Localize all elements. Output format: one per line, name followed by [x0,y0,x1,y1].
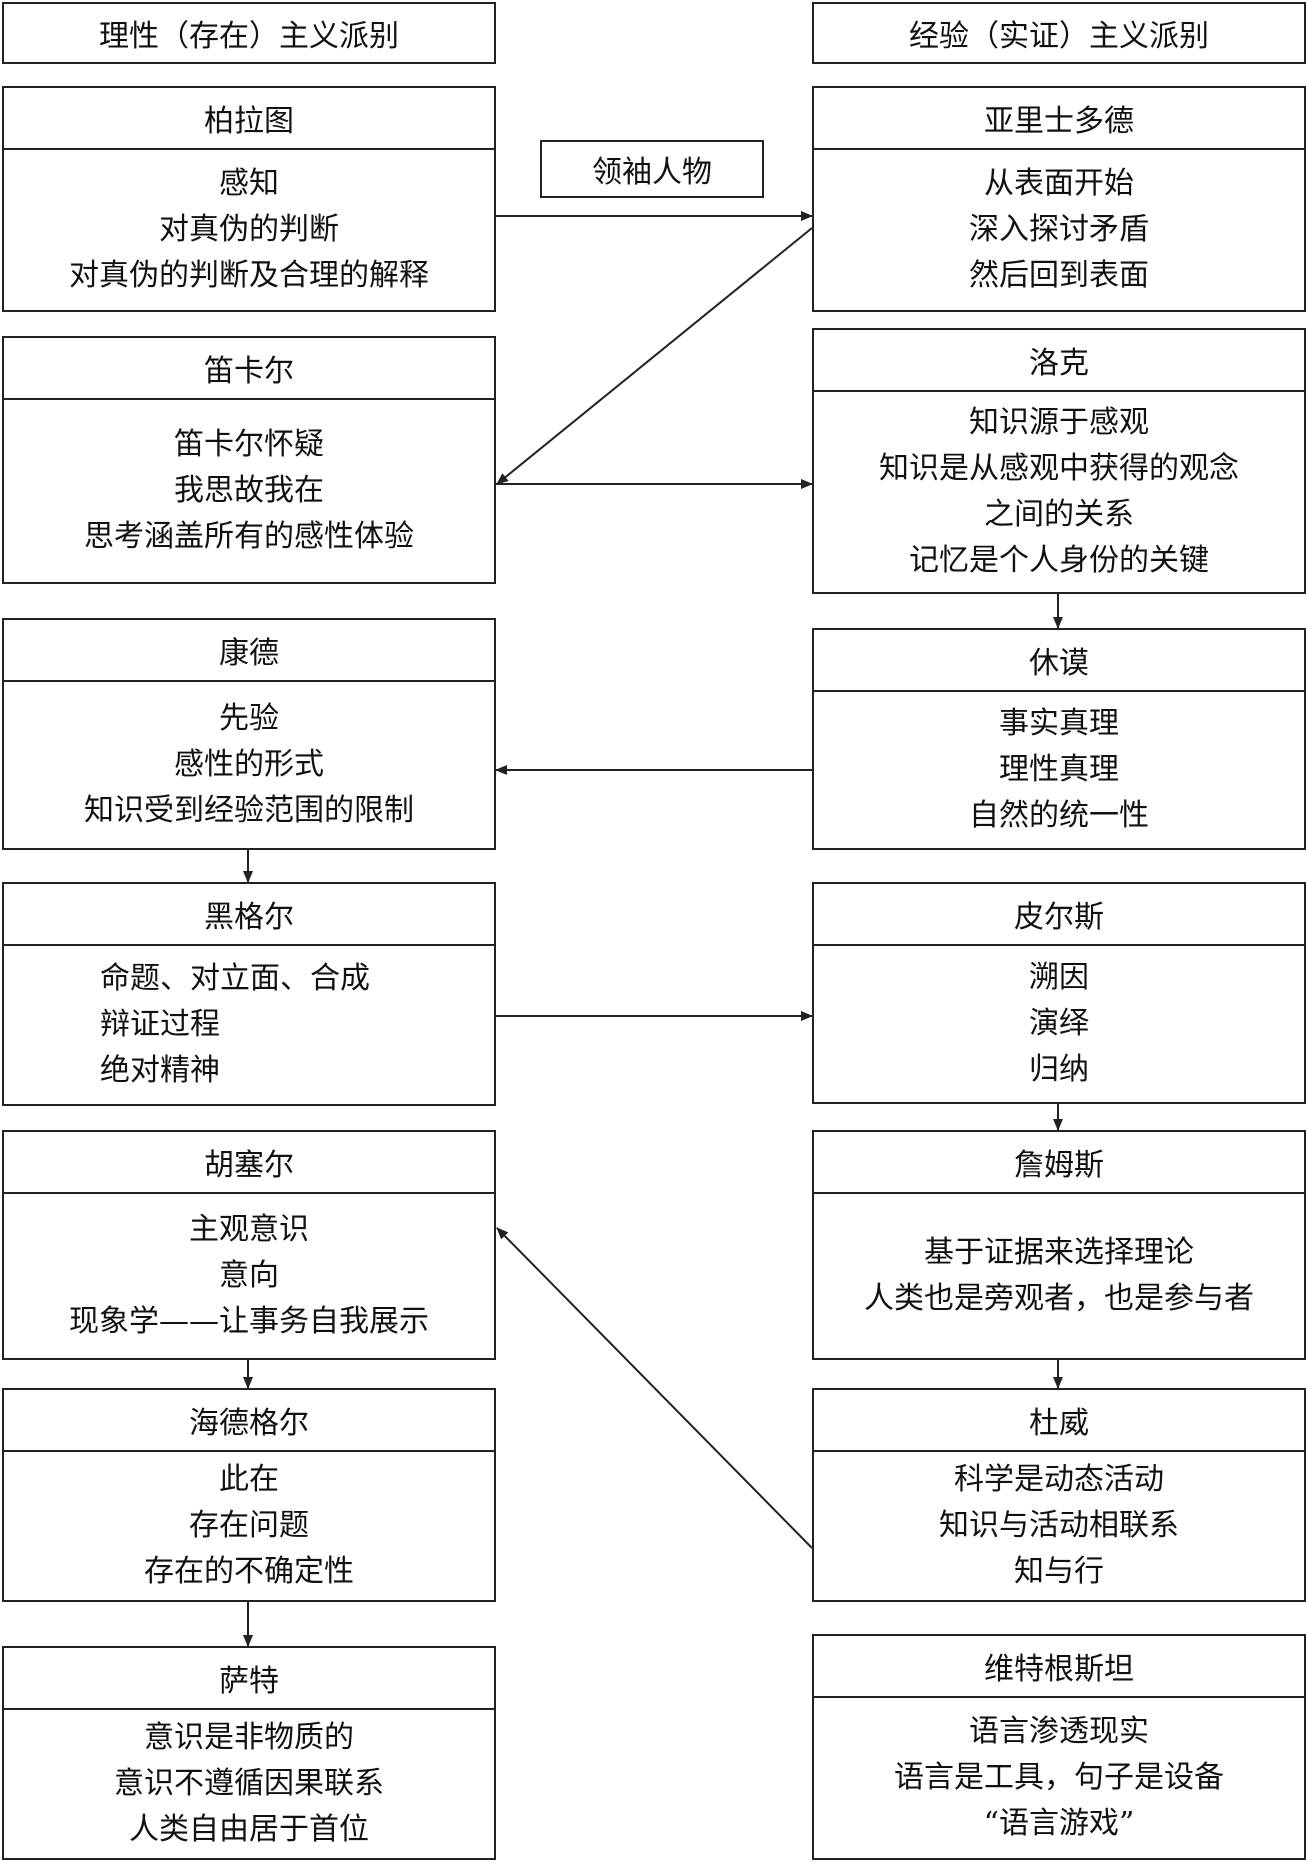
leader-legend: 领袖人物 [540,140,764,198]
philosopher-name: 维特根斯坦 [814,1636,1304,1698]
idea-line: 思考涵盖所有的感性体验 [84,519,414,554]
philosopher-box-hume: 休谟 事实真理 理性真理 自然的统一性 [812,628,1306,850]
idea-line: 然后回到表面 [969,258,1149,293]
philosopher-box-dewey: 杜威 科学是动态活动 知识与活动相联系 知与行 [812,1388,1306,1602]
idea-line: 对真伪的判断及合理的解释 [69,258,429,293]
philosopher-box-heidegger: 海德格尔 此在 存在问题 存在的不确定性 [2,1388,496,1602]
idea-line: 归纳 [1029,1052,1089,1087]
arrow-aristotle-to-descartes [496,227,813,485]
philosopher-box-husserl: 胡塞尔 主观意识 意向 现象学——让事务自我展示 [2,1130,496,1360]
idea-line: 我思故我在 [174,473,324,508]
idea-line: 记忆是个人身份的关键 [909,543,1209,578]
philosopher-name: 杜威 [814,1390,1304,1452]
idea-line: 现象学——让事务自我展示 [69,1304,429,1339]
idea-line: 知与行 [1014,1554,1104,1589]
idea-line: 人类也是旁观者，也是参与者 [864,1281,1254,1316]
philosopher-name: 胡塞尔 [4,1132,494,1194]
idea-line: 演绎 [1029,1006,1089,1041]
philosopher-name: 黑格尔 [4,884,494,946]
idea-line: 深入探讨矛盾 [969,212,1149,247]
idea-line: 命题、对立面、合成 [100,961,370,996]
philosopher-box-descartes: 笛卡尔 笛卡尔怀疑 我思故我在 思考涵盖所有的感性体验 [2,336,496,584]
philosopher-name: 笛卡尔 [4,338,494,400]
idea-line: 主观意识 [189,1212,309,1247]
idea-line: 知识与活动相联系 [939,1508,1179,1543]
philosopher-name: 萨特 [4,1648,494,1710]
idea-line: 意向 [219,1258,279,1293]
idea-line: 语言是工具，句子是设备 [894,1760,1224,1795]
idea-line: 知识是从感观中获得的观念 [879,451,1239,486]
idea-line: 人类自由居于首位 [129,1812,369,1847]
idea-line: 语言渗透现实 [969,1714,1149,1749]
idea-line: 理性真理 [999,752,1119,787]
philosopher-name: 海德格尔 [4,1390,494,1452]
philosopher-box-aristotle: 亚里士多德 从表面开始 深入探讨矛盾 然后回到表面 [812,86,1306,312]
philosopher-box-james: 詹姆斯 基于证据来选择理论 人类也是旁观者，也是参与者 [812,1130,1306,1360]
idea-line: 事实真理 [999,706,1119,741]
philosopher-name: 康德 [4,620,494,682]
philosopher-box-hegel: 黑格尔 命题、对立面、合成 辩证过程 绝对精神 [2,882,496,1106]
idea-line: 从表面开始 [984,166,1134,201]
philosopher-box-kant: 康德 先验 感性的形式 知识受到经验范围的限制 [2,618,496,850]
philosopher-name: 柏拉图 [4,88,494,150]
idea-line: 之间的关系 [984,497,1134,532]
philosopher-name: 洛克 [814,330,1304,392]
idea-line: 存在的不确定性 [144,1554,354,1589]
idea-line: 科学是动态活动 [954,1462,1164,1497]
philosopher-name: 休谟 [814,630,1304,692]
idea-line: 自然的统一性 [969,798,1149,833]
philosopher-box-peirce: 皮尔斯 溯因 演绎 归纳 [812,882,1306,1104]
idea-line: 意识不遵循因果联系 [114,1766,384,1801]
idea-line: 此在 [219,1462,279,1497]
idea-line: 溯因 [1029,960,1089,995]
idea-line: 绝对精神 [100,1053,220,1088]
idea-line: 感性的形式 [174,747,324,782]
idea-line: 对真伪的判断 [159,212,339,247]
philosopher-box-plato: 柏拉图 感知 对真伪的判断 对真伪的判断及合理的解释 [2,86,496,312]
philosopher-box-sartre: 萨特 意识是非物质的 意识不遵循因果联系 人类自由居于首位 [2,1646,496,1860]
idea-line: 意识是非物质的 [144,1720,354,1755]
arrow-dewey-to-husserl [496,1227,813,1549]
idea-line: 基于证据来选择理论 [924,1235,1194,1270]
idea-line: 辩证过程 [100,1007,220,1042]
idea-line: 知识受到经验范围的限制 [84,793,414,828]
philosopher-name: 詹姆斯 [814,1132,1304,1194]
idea-line: 知识源于感观 [969,405,1149,440]
philosopher-name: 皮尔斯 [814,884,1304,946]
empirical-school-header: 经验（实证）主义派别 [812,2,1306,64]
idea-line: 存在问题 [189,1508,309,1543]
idea-line: 感知 [219,166,279,201]
idea-line: “语言游戏” [983,1806,1135,1841]
idea-line: 先验 [219,701,279,736]
philosopher-box-wittgenstein: 维特根斯坦 语言渗透现实 语言是工具，句子是设备 “语言游戏” [812,1634,1306,1860]
idea-line: 笛卡尔怀疑 [174,427,324,462]
philosopher-name: 亚里士多德 [814,88,1304,150]
philosopher-box-locke: 洛克 知识源于感观 知识是从感观中获得的观念 之间的关系 记忆是个人身份的关键 [812,328,1306,594]
rational-school-header: 理性（存在）主义派别 [2,2,496,64]
